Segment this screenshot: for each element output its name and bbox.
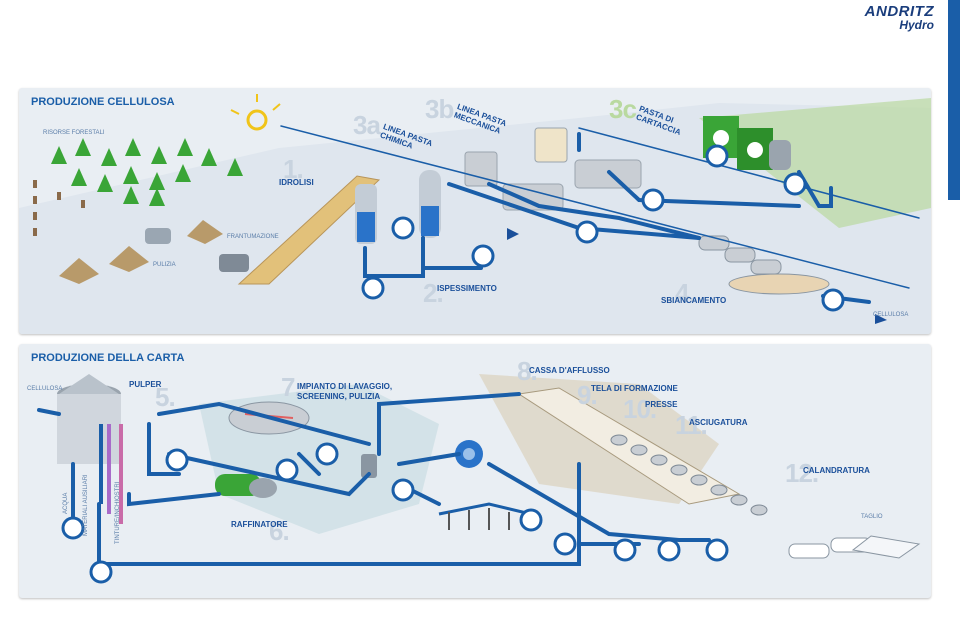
step-1-number: 1. bbox=[283, 154, 304, 184]
step-4-number: 4. bbox=[675, 278, 696, 308]
mechanical-pulp-machines bbox=[464, 127, 642, 211]
pulp-production-panel: PRODUZIONE CELLULOSA RISORSE FORESTALI F… bbox=[19, 88, 931, 334]
step-2-number: 2. bbox=[423, 278, 444, 308]
step-11-label: ASCIUGATURA bbox=[689, 418, 748, 427]
logo-sub: Hydro bbox=[899, 18, 934, 32]
step-4-label: SBIANCAMENTO bbox=[661, 296, 727, 305]
cellulose-input-label: CELLULOSA bbox=[27, 386, 63, 392]
step-11-number: 11. bbox=[675, 410, 708, 440]
step-9-label: TELA DI FORMAZIONE bbox=[591, 384, 678, 393]
step-5-number: 5. bbox=[155, 382, 176, 412]
headbox-nozzles bbox=[438, 502, 540, 530]
pipes bbox=[37, 392, 711, 566]
step-10-number: 10. bbox=[623, 394, 657, 424]
forest-resources-label: RISORSE FORESTALI bbox=[43, 130, 105, 136]
step-3b-number: 3b bbox=[425, 94, 454, 124]
cutting-label: TAGLIO bbox=[861, 514, 883, 520]
forest-trees-icon bbox=[51, 138, 243, 206]
screen-cylinder bbox=[361, 454, 377, 478]
step-12-label: CALANDRATURA bbox=[803, 466, 870, 475]
step-6-label: RAFFINATORE bbox=[231, 520, 288, 529]
step-7-label: IMPIANTO DI LAVAGGIO, SCREENING, PULIZIA bbox=[297, 382, 393, 401]
step-8-label: CASSA D'AFFLUSSO bbox=[529, 366, 610, 375]
step-1-label: IDROLISI bbox=[279, 178, 314, 187]
inks-label: TINTURE/INCHIOSTRI bbox=[115, 481, 121, 544]
step-6-number: 6. bbox=[269, 516, 290, 546]
pump-icon bbox=[361, 144, 845, 312]
cellulose-output-label: CELLULOSA bbox=[873, 312, 909, 318]
step-5-label: PULPER bbox=[129, 380, 162, 389]
chipping-label: FRANTUMAZIONE bbox=[227, 234, 279, 240]
step-7-number: 7. bbox=[281, 372, 302, 402]
forming-wire bbox=[517, 387, 741, 505]
pulp-panel-title: PRODUZIONE CELLULOSA bbox=[31, 96, 175, 108]
logo-brand: ANDRITZ bbox=[864, 3, 934, 20]
step-12-number: 12. bbox=[785, 458, 819, 488]
side-accent-strip bbox=[948, 0, 960, 200]
digester-tanks bbox=[355, 170, 441, 244]
paper-panel-title: PRODUZIONE DELLA CARTA bbox=[31, 352, 185, 364]
sun-icon bbox=[230, 94, 281, 131]
pump-icon bbox=[61, 442, 729, 584]
step-3a-number: 3a bbox=[353, 110, 381, 140]
step-2-label: ISPESSIMENTO bbox=[437, 284, 497, 293]
chipper-machine-icon bbox=[145, 228, 249, 272]
centrifugal-pump-icon bbox=[455, 440, 483, 468]
step-10-label: PRESSE bbox=[645, 400, 678, 409]
step-8-number: 8. bbox=[517, 356, 538, 386]
paper-production-panel: PRODUZIONE DELLA CARTA CELLULOSA ACQUA M… bbox=[19, 344, 931, 598]
log-pile-icon bbox=[59, 220, 223, 284]
auxiliary-materials-label: MATERIALI AUSILIARI bbox=[83, 474, 89, 536]
paper-rolls bbox=[788, 535, 921, 559]
conveyor-belt bbox=[237, 175, 381, 285]
pulper-tank bbox=[57, 374, 123, 524]
water-label: ACQUA bbox=[63, 492, 69, 514]
paper-diagram bbox=[37, 374, 921, 584]
step-9-number: 9. bbox=[577, 380, 598, 410]
refiner-machine bbox=[215, 474, 277, 498]
chevron-arrow-icon bbox=[507, 228, 887, 324]
andritz-logo: ANDRITZ Hydro bbox=[865, 4, 934, 31]
pulp-diagram bbox=[19, 94, 931, 334]
step-3c-number: 3c bbox=[609, 94, 637, 124]
cleaning-label: PULIZIA bbox=[153, 262, 176, 268]
dryer-rolls bbox=[610, 434, 768, 516]
